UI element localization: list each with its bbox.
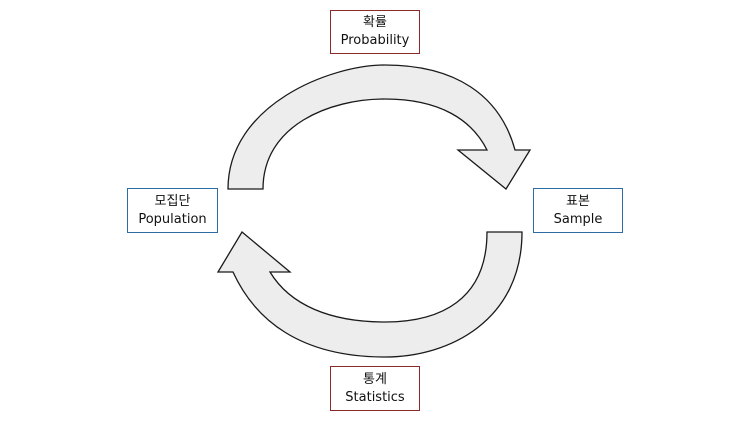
sample-english-label: Sample [553,211,603,227]
probability-english-label: Probability [340,33,410,48]
statistics-korean-label: 통계 [363,371,387,387]
sample-korean-label: 표본 [566,193,590,209]
population-korean-label: 모집단 [154,193,191,209]
probability-arrow [227,64,532,190]
sample-box: 표본 Sample [533,188,623,233]
statistics-arrow [216,231,523,358]
statistics-box: 통계 Statistics [330,366,420,411]
probability-korean-label: 확률 [363,15,387,30]
population-box: 모집단 Population [127,188,218,233]
population-english-label: Population [138,211,207,227]
statistics-english-label: Statistics [345,389,405,405]
probability-box: 확률 Probability [330,10,420,54]
